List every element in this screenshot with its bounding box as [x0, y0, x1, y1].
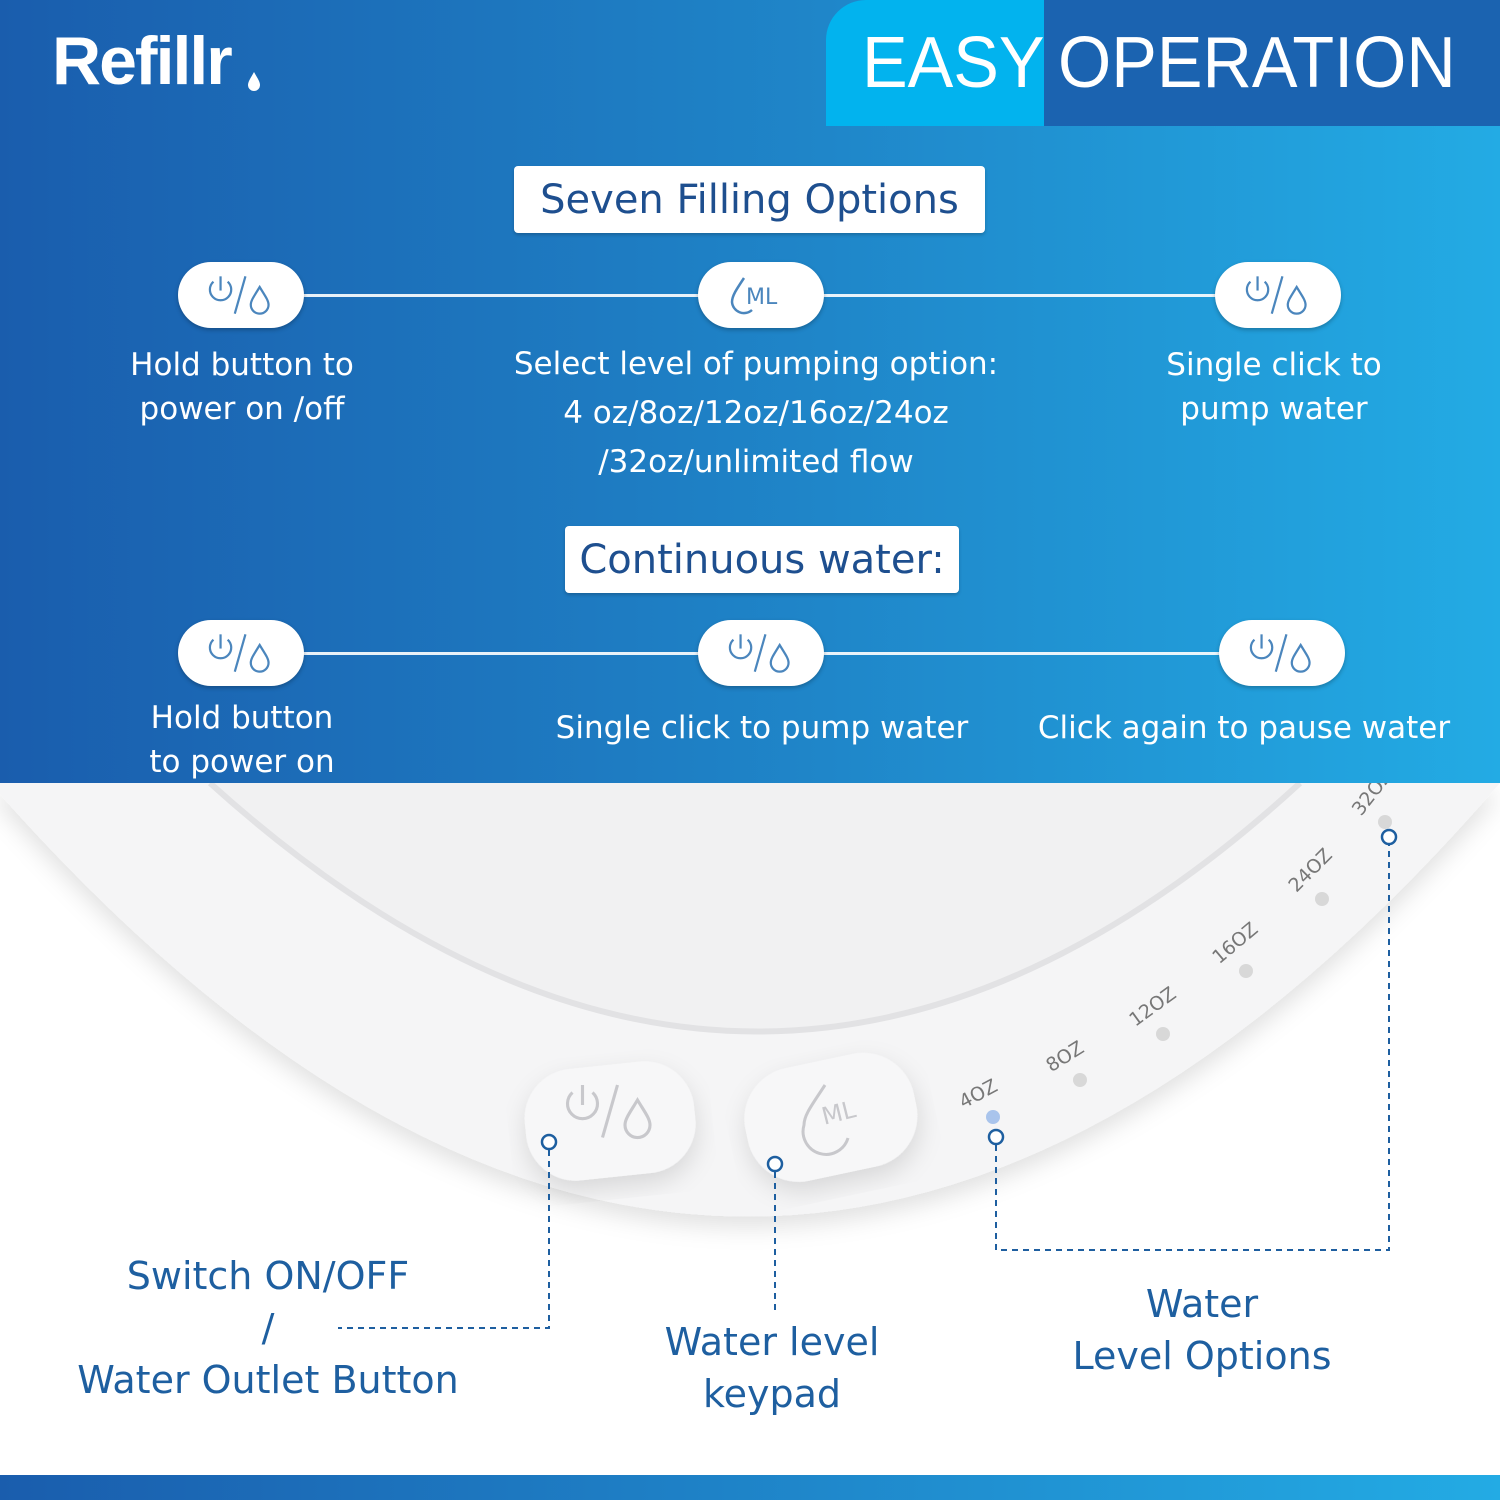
footer-bar	[0, 1475, 1500, 1500]
header-operation-bg	[1044, 0, 1500, 126]
header-easy-bg	[826, 0, 1046, 126]
ml-drop-icon: ML	[730, 277, 778, 315]
callout-switch-label: Switch ON/OFF/Water Outlet Button	[77, 1254, 459, 1402]
level-indicator-dot	[1073, 1073, 1087, 1087]
level-indicator-dot	[1156, 1027, 1170, 1041]
callout-anchors	[540, 828, 1398, 1173]
level-indicator-dot	[986, 1110, 1000, 1124]
ml-icon-text: ML	[746, 285, 778, 310]
power-drop-button	[698, 620, 824, 686]
power-drop-icon	[201, 272, 281, 318]
power-drop-button	[178, 262, 304, 328]
power-drop-button	[178, 620, 304, 686]
power-drop-button	[1219, 620, 1345, 686]
step-caption-select-level: Select level of pumping option:4 oz/8oz/…	[513, 346, 999, 480]
section-title-filling-options: Seven Filling Options	[514, 166, 985, 233]
power-drop-icon	[201, 630, 281, 676]
power-drop-icon	[721, 630, 801, 676]
logo-drop-icon	[248, 72, 260, 91]
step-caption-pause: Click again to pause water	[1037, 710, 1451, 746]
brand-logo: Refillr	[52, 23, 233, 99]
level-indicator-dot	[1239, 964, 1253, 978]
ml-keypad-button	[744, 1052, 918, 1182]
level-indicator-dot	[1378, 815, 1392, 829]
step-caption-single-click: Single click to pump water	[555, 710, 969, 746]
ml-drop-icon	[801, 1084, 850, 1156]
header-title-operation: OPERATION	[1058, 23, 1456, 103]
section-title-continuous-water: Continuous water:	[565, 526, 959, 593]
power-drop-icon	[1242, 630, 1322, 676]
power-drop-icon	[1238, 272, 1318, 318]
power-button	[524, 1061, 696, 1181]
device-inner-ring	[207, 783, 1303, 1035]
callout-lines	[338, 845, 1390, 1329]
header-title-easy: EASY	[862, 23, 1045, 103]
power-drop-button	[1215, 262, 1341, 328]
level-indicator-dot	[1315, 892, 1329, 906]
ml-button: ML	[698, 262, 824, 328]
